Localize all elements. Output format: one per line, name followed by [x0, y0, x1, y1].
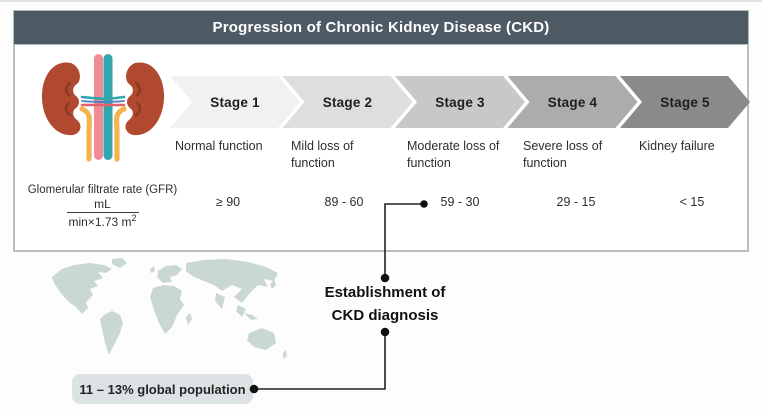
- stage-descriptions-row: Normal function Mild loss of function Mode…: [170, 138, 750, 171]
- map-asia: [186, 259, 278, 303]
- stage-description: Kidney failure: [639, 139, 715, 153]
- map-north-america: [52, 263, 112, 314]
- stage-label: Stage 5: [660, 94, 710, 110]
- stage-label: Stage 1: [210, 94, 260, 110]
- stage-chevron-4: Stage 4: [508, 76, 638, 128]
- map-africa: [150, 285, 184, 334]
- stage-chevron-2: Stage 2: [283, 76, 413, 128]
- map-australia: [247, 328, 276, 350]
- left-kidney: [41, 62, 81, 136]
- map-europe: [157, 265, 182, 283]
- stage-chevron-1: Stage 1: [170, 76, 300, 128]
- stage-description: Mild loss of function: [291, 139, 354, 170]
- gfr-value-stage-2: 89 - 60: [324, 195, 364, 209]
- map-madagascar: [186, 313, 192, 325]
- map-indonesia: [244, 313, 258, 320]
- top-edge-divider: [0, 0, 762, 2]
- stage-description: Moderate loss of function: [407, 139, 500, 170]
- world-map: [52, 258, 287, 359]
- right-kidney: [125, 62, 165, 136]
- page-title: Progression of Chronic Kidney Disease (C…: [212, 19, 550, 36]
- stage-description: Normal function: [175, 139, 263, 153]
- gfr-values-row: ≥ 90 89 - 60 59 - 30 29 - 15 < 15: [170, 195, 750, 209]
- gfr-value-stage-1: ≥ 90: [215, 195, 241, 209]
- annotation-line1: Establishment of: [324, 284, 446, 301]
- map-se-asia: [236, 305, 246, 317]
- marker-dot-annotation-bottom: [380, 327, 390, 337]
- ckd-stages-panel: Stage 1 Stage 2 Stage 3 Stage 4 Stage 5 Norm…: [13, 45, 749, 252]
- map-japan: [270, 279, 276, 289]
- global-population-badge: 11 – 13% global population: [72, 374, 253, 404]
- stage-chevron-3: Stage 3: [395, 76, 525, 128]
- gfr-axis-label: Glomerular filtrate rate (GFR) mL min×1.…: [20, 184, 185, 229]
- gfr-value-stage-5: < 15: [679, 195, 705, 209]
- map-greenland: [112, 258, 127, 268]
- gfr-label-title: Glomerular filtrate rate (GFR): [27, 184, 178, 196]
- stage-chevron-5: Stage 5: [620, 76, 750, 128]
- annotation-line2: CKD diagnosis: [331, 307, 439, 324]
- gfr-units-fraction: mL min×1.73 m2: [20, 197, 185, 229]
- map-south-america: [100, 311, 123, 355]
- header-bar: Progression of Chronic Kidney Disease (C…: [13, 10, 749, 45]
- gfr-value-stage-3: 59 - 30: [440, 195, 480, 209]
- gfr-fraction-numerator: mL: [94, 197, 111, 211]
- global-population-label: 11 – 13% global population: [79, 381, 246, 397]
- ckd-diagnosis-annotation: Establishment of CKD diagnosis: [295, 281, 475, 327]
- map-new-zealand: [283, 350, 287, 359]
- stage-label: Stage 3: [435, 94, 485, 110]
- stages-chevron-row: Stage 1 Stage 2 Stage 3 Stage 4 Stage 5: [170, 76, 750, 128]
- gfr-fraction-line: [66, 212, 139, 213]
- gfr-fraction-denominator: min×1.73 m2: [68, 213, 137, 229]
- gfr-value-stage-4: 29 - 15: [556, 195, 596, 209]
- stage-description: Severe loss of function: [523, 139, 603, 170]
- stage-label: Stage 4: [547, 94, 598, 110]
- stage-label: Stage 2: [322, 94, 373, 110]
- kidney-icon: [41, 54, 165, 162]
- map-india: [215, 293, 225, 309]
- map-uk: [150, 266, 155, 273]
